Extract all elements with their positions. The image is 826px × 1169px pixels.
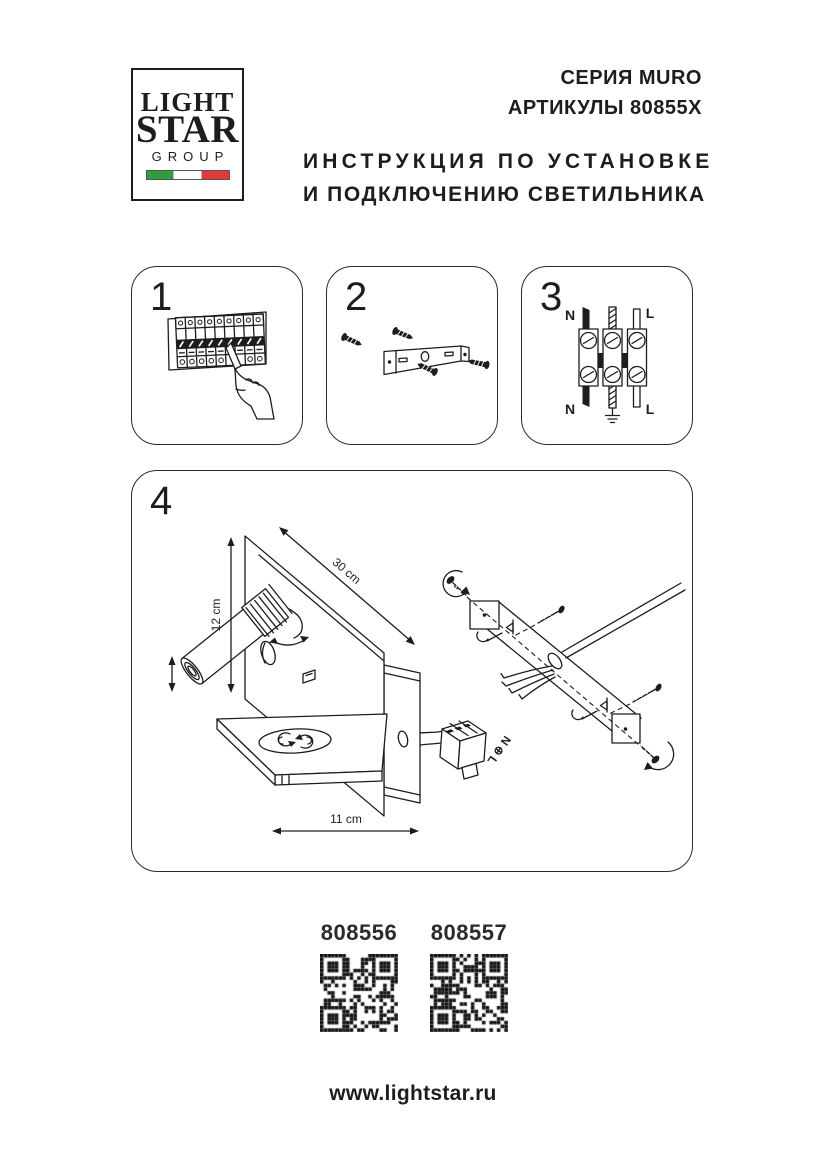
mains-cable	[561, 582, 686, 659]
label-l-bottom: L	[646, 401, 655, 417]
qr-code	[320, 954, 398, 1032]
step2-number: 2	[345, 275, 368, 319]
charging-pad-symbol	[258, 728, 332, 754]
product-code: 808557	[430, 920, 508, 945]
svg-text:30 cm: 30 cm	[330, 555, 364, 587]
reading-spotlight	[180, 583, 309, 685]
label-n-top: N	[565, 307, 575, 323]
logo-star-text: STAR	[135, 108, 240, 151]
terminal-connector: N ⊕ L	[419, 720, 513, 780]
screw-icon	[341, 333, 362, 346]
step3-wiring-diagram: N L N L	[565, 305, 655, 424]
step2-bracket-illustration	[341, 327, 490, 376]
terminal-blocks	[578, 306, 648, 424]
step3-number: 3	[540, 275, 563, 319]
logo-italy-flag	[145, 170, 230, 180]
lightstar-logo: LIGHT STAR GROUP	[131, 68, 244, 201]
step2-box: 2	[326, 266, 498, 445]
series-title: СЕРИЯ MURO	[560, 67, 702, 89]
product-item: 808556	[314, 920, 404, 1032]
mains-wires	[500, 665, 556, 700]
anchor-screw	[476, 605, 565, 643]
step4-number: 4	[150, 479, 173, 523]
flag-green-segment	[146, 171, 174, 179]
instruction-title-line2: И ПОДКЛЮЧЕНИЮ СВЕТИЛЬНИКА	[303, 183, 706, 206]
step3-box: 3	[521, 266, 693, 445]
fixing-screw-rotate	[639, 741, 675, 771]
step1-number: 1	[150, 275, 173, 319]
instruction-title: ИНСТРУКЦИЯ ПО УСТАНОВКЕ И ПОДКЛЮЧЕНИЮ СВ…	[303, 149, 713, 207]
step4-lamp-installation-illustration: 12 cm 30 cm 11 cm	[168, 527, 686, 835]
screw-icon	[392, 327, 414, 340]
ground-wire-bottom	[608, 382, 617, 409]
spotlight-mount-arm	[288, 608, 303, 639]
spotlight-tilt-arrow	[168, 656, 176, 692]
label-l-top: L	[646, 305, 655, 321]
svg-text:12 cm: 12 cm	[209, 599, 223, 632]
cable-hole	[547, 652, 563, 670]
articles-title: АРТИКУЛЫ 80855X	[507, 97, 702, 119]
wall-plug	[571, 709, 598, 721]
header-series-block: СЕРИЯ MURO АРТИКУЛЫ 80855X	[508, 66, 702, 120]
qr-code	[430, 954, 508, 1032]
wire-n-top	[582, 307, 590, 333]
screw-icon	[417, 363, 438, 376]
charging-shelf	[216, 713, 388, 786]
svg-text:11 cm: 11 cm	[330, 812, 362, 826]
label-n-bottom: N	[565, 401, 575, 417]
step1-box: 1	[131, 266, 303, 445]
breaker-panel	[167, 311, 267, 371]
ground-symbol	[604, 407, 621, 424]
lamp-rear-box	[383, 664, 421, 804]
logo-group-text: GROUP	[151, 149, 230, 164]
instruction-title-line1: ИНСТРУКЦИЯ ПО УСТАНОВКЕ	[303, 150, 714, 173]
ground-wire-top	[608, 306, 617, 333]
logo-light-text: LIGHT	[140, 87, 235, 117]
screw-icon	[467, 359, 490, 370]
flag-white-segment	[173, 171, 202, 179]
product-code: 808556	[320, 920, 398, 945]
spotlight-switch-button	[260, 640, 276, 666]
dimension-11cm: 11 cm	[272, 812, 419, 835]
dimension-12cm: 12 cm	[209, 537, 235, 693]
wall-bracket	[453, 582, 686, 764]
step1-breaker-panel-illustration	[167, 311, 275, 420]
wire-n-bottom	[582, 383, 590, 407]
step4-box: 4	[131, 470, 693, 872]
website-url: www.lightstar.ru	[329, 1082, 497, 1105]
flag-red-segment	[201, 171, 229, 179]
product-item: 808557	[424, 920, 514, 1032]
pointing-hand	[225, 342, 275, 420]
rotation-arrow	[269, 636, 309, 646]
anchor-screw	[571, 683, 662, 721]
alignment-axis	[453, 585, 661, 764]
terminal-connector-label: N ⊕ L	[485, 733, 513, 766]
wall-plug	[476, 631, 503, 643]
fixing-screw-rotate	[442, 569, 470, 598]
